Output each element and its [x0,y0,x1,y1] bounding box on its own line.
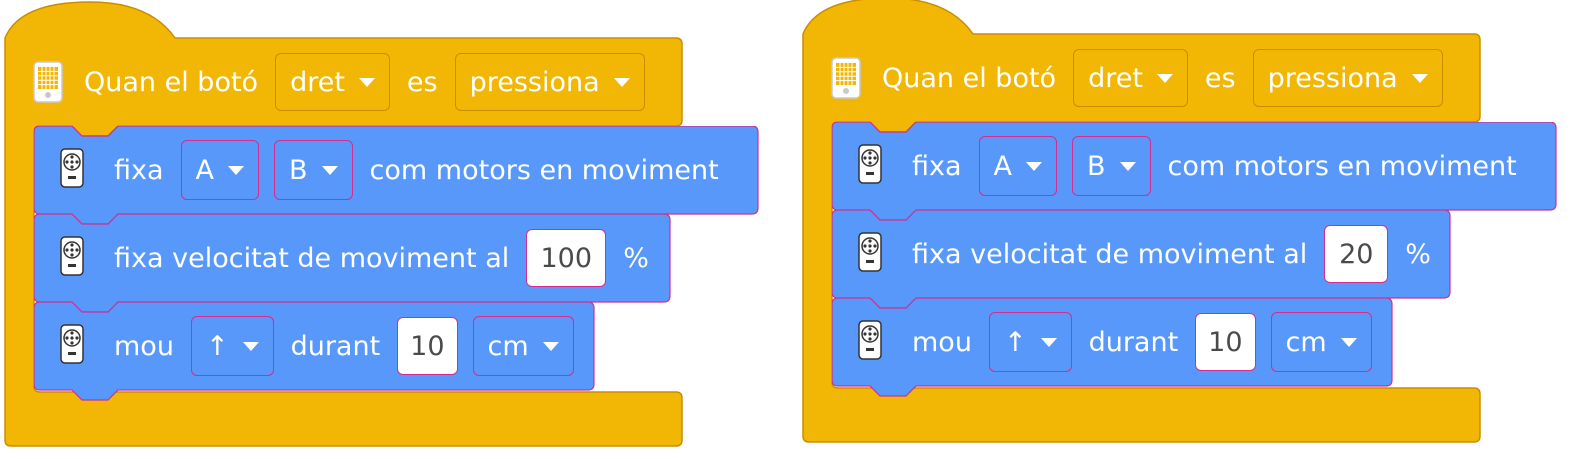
port1-dropdown-value: A [993,150,1013,182]
hub-icon [828,57,864,99]
speed-unit-label: % [1405,238,1431,270]
unit-dropdown-value: cm [487,330,529,362]
chevron-down-icon [1026,161,1043,171]
remote-control-icon [60,148,84,192]
remote-control-icon [60,324,84,368]
event-middle-label: es [406,66,438,98]
set-speed-block[interactable]: fixa velocitat de moviment al 20 % [832,210,1457,309]
script-2: Quan el botó dret es pressiona [798,0,1578,455]
direction-dropdown[interactable]: ↑ [988,312,1072,372]
chevron-down-icon [1340,337,1357,347]
chevron-down-icon [358,77,375,87]
unit-dropdown[interactable]: cm [1270,312,1372,372]
unit-dropdown[interactable]: cm [472,316,574,376]
remote-control-icon [60,236,84,280]
chevron-down-icon [1040,337,1057,347]
port2-dropdown-value: B [289,154,308,186]
hub-icon [30,61,66,103]
move-connector-label: durant [1088,326,1179,358]
direction-dropdown-value: ↑ [205,330,229,362]
set-motor-pair-label: fixa [114,154,164,186]
action-dropdown-value: pressiona [469,66,600,98]
event-middle-label: es [1204,62,1236,94]
set-speed-block[interactable]: fixa velocitat de moviment al 100 % [34,214,674,313]
move-amount-input[interactable]: 10 [397,317,458,375]
button-dropdown-value: dret [290,66,345,98]
chevron-down-icon [228,165,245,175]
port1-dropdown[interactable]: A [978,136,1058,196]
direction-dropdown-value: ↑ [1003,326,1027,358]
remote-control-icon [858,144,882,188]
remote-control-icon [858,232,882,276]
speed-unit-label: % [623,242,649,274]
move-amount-input[interactable]: 10 [1195,313,1256,371]
direction-dropdown[interactable]: ↑ [190,316,274,376]
event-prefix-label: Quan el botó [882,62,1057,94]
chevron-down-icon [1156,73,1173,83]
event-row: Quan el botó dret es pressiona [828,48,1446,108]
chevron-down-icon [1119,161,1136,171]
port2-dropdown-value: B [1087,150,1106,182]
set-motor-pair-suffix: com motors en moviment [1167,150,1517,182]
move-connector-label: durant [290,330,381,362]
set-speed-label: fixa velocitat de moviment al [912,238,1308,270]
chevron-down-icon [613,77,630,87]
set-motor-pair-block[interactable]: fixa A B com motors en moviment [832,122,1562,221]
port2-dropdown[interactable]: B [274,140,353,200]
button-dropdown[interactable]: dret [275,53,390,111]
unit-dropdown-value: cm [1285,326,1327,358]
action-dropdown[interactable]: pressiona [454,53,645,111]
port1-dropdown[interactable]: A [180,140,260,200]
event-prefix-label: Quan el botó [84,66,259,98]
remote-control-icon [858,320,882,364]
button-dropdown-value: dret [1088,62,1143,94]
action-dropdown-value: pressiona [1267,62,1398,94]
set-motor-pair-label: fixa [912,150,962,182]
action-dropdown[interactable]: pressiona [1252,49,1443,107]
move-block[interactable]: mou ↑ durant 10 cm [832,298,1397,397]
event-row: Quan el botó dret es pressiona [30,52,648,112]
set-motor-pair-suffix: com motors en moviment [369,154,719,186]
script-1: Quan el botó dret es pressiona [0,0,780,459]
speed-value-input[interactable]: 100 [526,229,607,287]
chevron-down-icon [321,165,338,175]
move-block[interactable]: mou ↑ durant 10 cm [34,302,599,401]
speed-value-input[interactable]: 20 [1324,225,1389,283]
port1-dropdown-value: A [195,154,215,186]
set-motor-pair-block[interactable]: fixa A B com motors en moviment [34,126,764,225]
chevron-down-icon [1411,73,1428,83]
button-dropdown[interactable]: dret [1073,49,1188,107]
set-speed-label: fixa velocitat de moviment al [114,242,510,274]
chevron-down-icon [242,341,259,351]
move-label: mou [912,326,972,358]
port2-dropdown[interactable]: B [1072,136,1151,196]
move-label: mou [114,330,174,362]
chevron-down-icon [542,341,559,351]
